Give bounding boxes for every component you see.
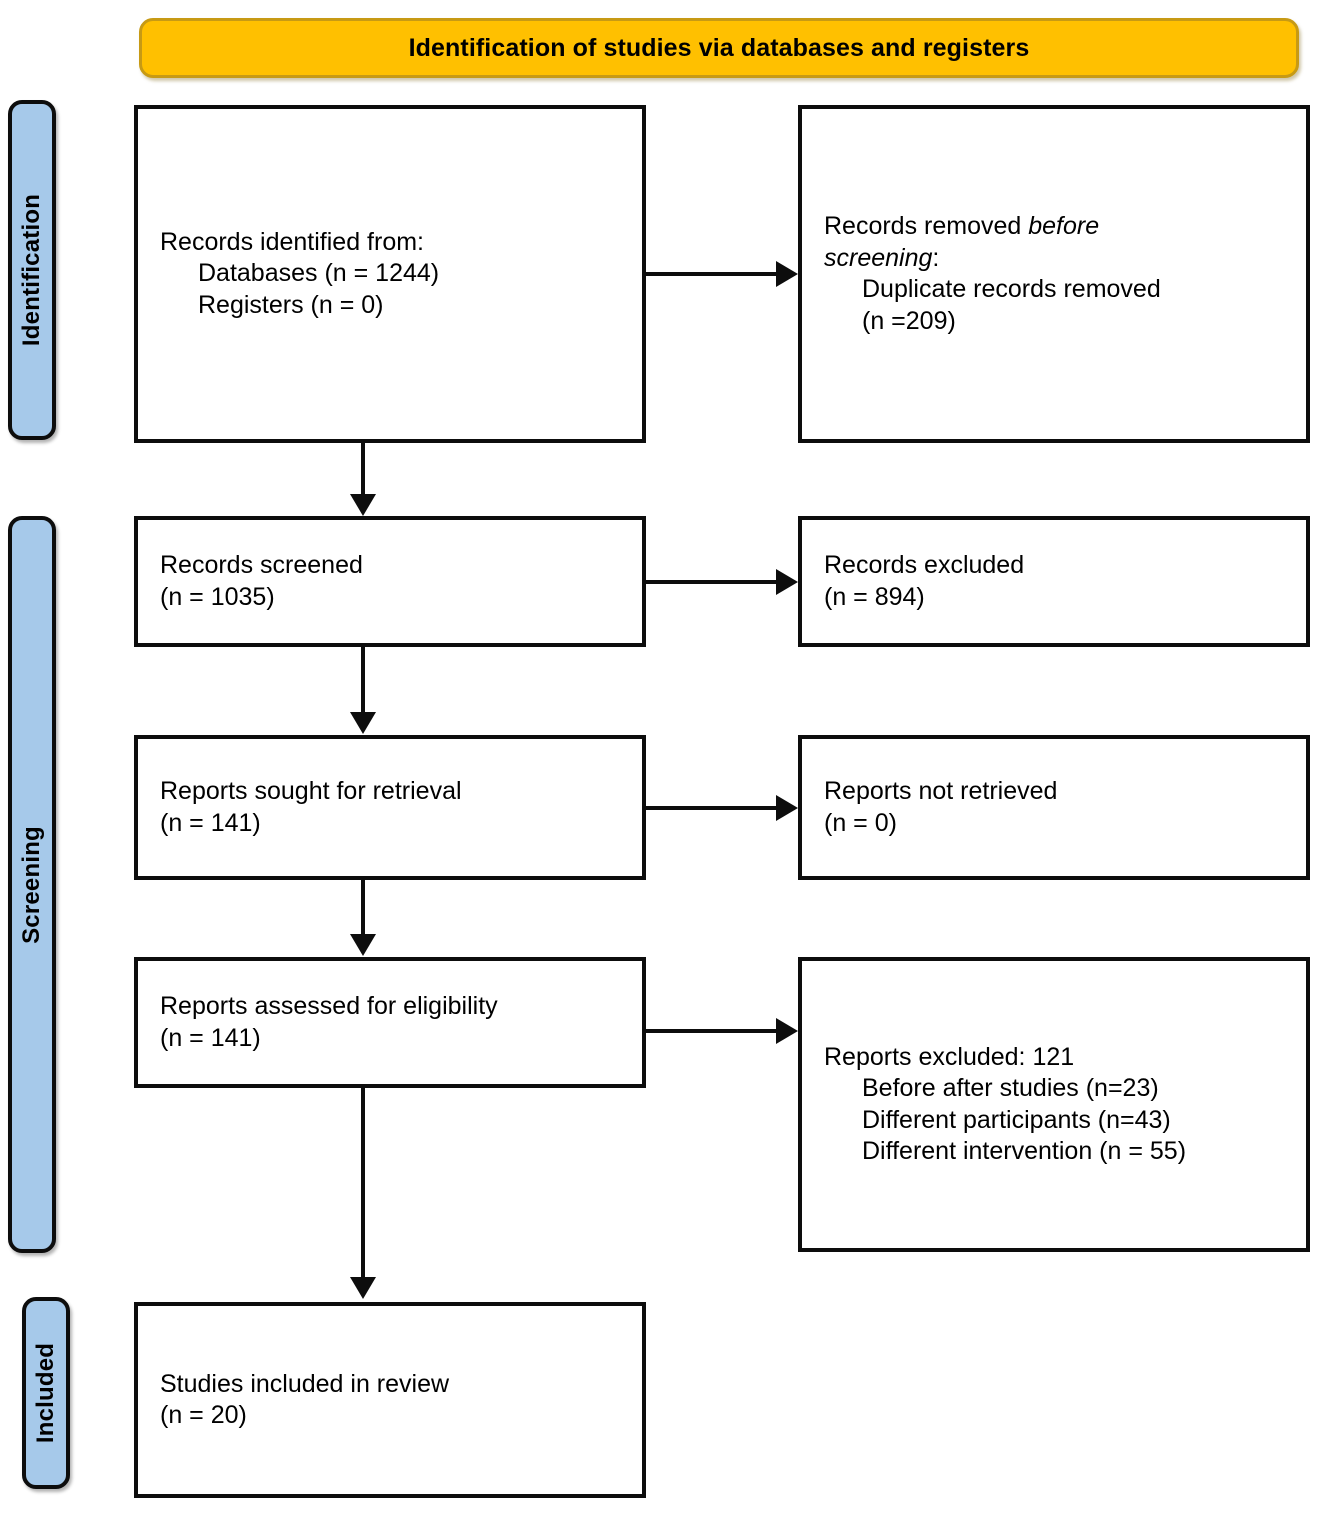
reports-excluded-reason-1: Before after studies (n=23) <box>862 1074 1159 1102</box>
duplicate-records-removed-count: (n =209) <box>862 306 956 335</box>
box-records-identified: Records identified from: Databases (n = … <box>134 105 646 443</box>
connector-line <box>646 806 776 810</box>
box-records-screened: Records screened (n = 1035) <box>134 516 646 647</box>
arrow-down-icon <box>350 494 376 516</box>
records-excluded-count: (n = 894) <box>824 582 925 611</box>
connector-line <box>646 1029 776 1033</box>
reports-assessed-count: (n = 141) <box>160 1023 261 1052</box>
arrow-right-icon <box>776 569 798 595</box>
box-reports-excluded-with-reasons: Reports excluded: 121 Before after studi… <box>798 957 1310 1252</box>
connector-line <box>361 647 365 713</box>
reports-not-retrieved-count: (n = 0) <box>824 808 897 837</box>
records-identified-line-1: Records identified from: <box>160 227 425 256</box>
connector-line <box>646 580 776 584</box>
records-removed-italic-before: before <box>1028 212 1100 240</box>
arrow-down-icon <box>350 1277 376 1299</box>
records-removed-line-1: Records removed before <box>824 211 1284 243</box>
records-identified-registers: Registers (n = 0) <box>198 290 384 319</box>
reports-not-retrieved-label: Reports not retrieved <box>824 777 1058 805</box>
records-screened-label: Records screened <box>160 551 363 579</box>
stage-label-included: Included <box>22 1297 70 1489</box>
arrow-down-icon <box>350 712 376 734</box>
box-reports-assessed-for-eligibility: Reports assessed for eligibility (n = 14… <box>134 957 646 1088</box>
stage-label-screening-text: Screening <box>18 825 45 944</box>
records-screened-count: (n = 1035) <box>160 582 275 611</box>
records-removed-colon: : <box>932 243 940 272</box>
box-studies-included-in-review: Studies included in review (n = 20) <box>134 1302 646 1498</box>
connector-line <box>361 880 365 935</box>
stage-label-included-text: Included <box>32 1342 59 1444</box>
stage-label-screening: Screening <box>8 516 56 1253</box>
stage-label-identification: Identification <box>8 100 56 440</box>
phase-banner: Identification of studies via databases … <box>139 18 1299 78</box>
box-reports-sought-for-retrieval: Reports sought for retrieval (n = 141) <box>134 735 646 880</box>
studies-included-label: Studies included in review <box>160 1369 450 1398</box>
stage-label-identification-text: Identification <box>18 193 46 347</box>
box-records-removed-before-screening: Records removed before screening: Duplic… <box>798 105 1310 443</box>
records-identified-databases: Databases (n = 1244) <box>198 259 440 288</box>
reports-sought-label: Reports sought for retrieval <box>160 777 462 805</box>
arrow-right-icon <box>776 261 798 287</box>
connector-line <box>361 1088 365 1278</box>
box-reports-not-retrieved: Reports not retrieved (n = 0) <box>798 735 1310 880</box>
arrow-right-icon <box>776 1018 798 1044</box>
reports-assessed-label: Reports assessed for eligibility <box>160 992 498 1020</box>
records-removed-prefix: Records removed <box>824 212 1029 240</box>
reports-excluded-reason-3: Different intervention (n = 55) <box>862 1137 1187 1165</box>
duplicate-records-removed-label: Duplicate records removed <box>862 275 1161 303</box>
studies-included-count: (n = 20) <box>160 1401 247 1429</box>
phase-banner-label: Identification of studies via databases … <box>408 33 1030 62</box>
records-removed-line-2: screening: <box>824 243 1284 275</box>
records-excluded-label: Records excluded <box>824 551 1025 579</box>
connector-line <box>361 443 365 495</box>
reports-excluded-reason-2: Different participants (n=43) <box>862 1105 1171 1134</box>
arrow-down-icon <box>350 934 376 956</box>
reports-excluded-heading: Reports excluded: 121 <box>824 1042 1075 1071</box>
connector-line <box>646 272 776 276</box>
reports-sought-count: (n = 141) <box>160 808 261 837</box>
records-removed-italic-screening: screening <box>824 243 933 272</box>
box-records-excluded: Records excluded (n = 894) <box>798 516 1310 647</box>
arrow-right-icon <box>776 795 798 821</box>
